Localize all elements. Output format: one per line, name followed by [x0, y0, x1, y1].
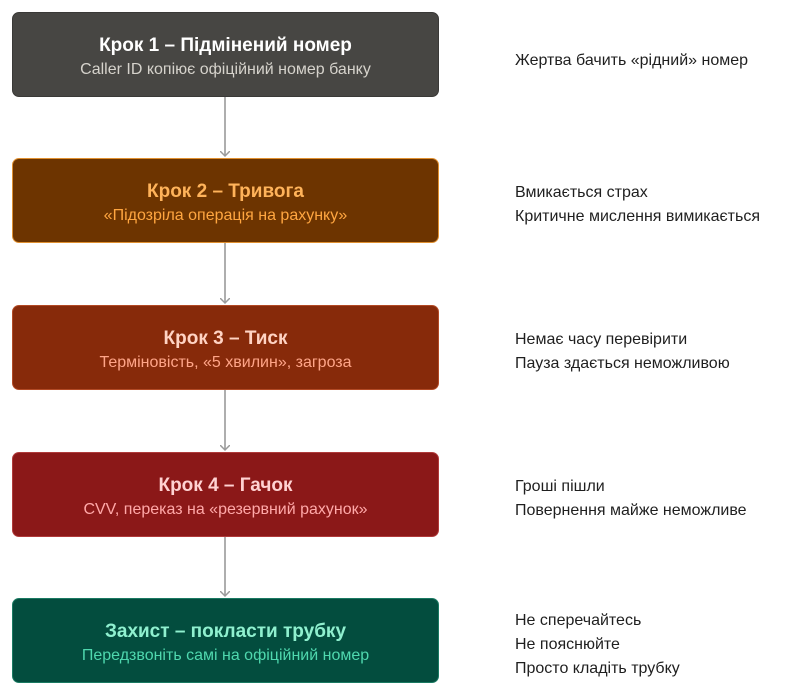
step-notes-pressure: Немає часу перевірити Пауза здається нем… [515, 328, 730, 376]
step-notes-hook: Гроші пішли Повернення майже неможливе [515, 475, 747, 523]
step-box-hook: Крок 4 – Гачок CVV, переказ на «резервни… [12, 452, 439, 537]
step-title: Захист – покласти трубку [104, 621, 347, 642]
note-line: Вмикається страх [515, 184, 648, 201]
step-notes-alarm: Вмикається страх Критичне мислення вимик… [515, 181, 760, 229]
step-box-spoofed-number: Крок 1 – Підмінений номер Caller ID копі… [12, 12, 439, 97]
step-title: Крок 3 – Тиск [163, 328, 288, 349]
step-notes-spoofed-number: Жертва бачить «рідний» номер [515, 49, 748, 73]
step-box-pressure: Крок 3 – Тиск Терміновість, «5 хвилин», … [12, 305, 439, 390]
note-line: Жертва бачить «рідний» номер [515, 52, 749, 69]
step-title: Крок 4 – Гачок [158, 475, 293, 496]
note-line: Критичне мислення вимикається [515, 208, 761, 225]
note-line: Немає часу перевірити [515, 331, 688, 348]
note-line: Пауза здається неможливою [515, 355, 730, 372]
step-notes-protection: Не сперечайтесь Не пояснюйте Просто клад… [515, 609, 680, 681]
note-line: Просто кладіть трубку [515, 660, 680, 677]
step-title: Крок 2 – Тривога [147, 181, 304, 202]
note-line: Не сперечайтесь [515, 612, 642, 629]
note-line: Не пояснюйте [515, 636, 620, 653]
step-title: Крок 1 – Підмінений номер [99, 35, 352, 56]
step-subtitle: «Підозріла операція на рахунку» [103, 207, 348, 224]
note-line: Гроші пішли [515, 478, 605, 495]
step-subtitle: Caller ID копіює офіційний номер банку [80, 61, 371, 78]
step-box-alarm: Крок 2 – Тривога «Підозріла операція на … [12, 158, 439, 243]
step-subtitle: Терміновість, «5 хвилин», загроза [99, 354, 352, 371]
step-subtitle: CVV, переказ на «резервний рахунок» [83, 501, 368, 518]
step-box-protection: Захист – покласти трубку Передзвоніть са… [12, 598, 439, 683]
note-line: Повернення майже неможливе [515, 502, 747, 519]
step-subtitle: Передзвоніть самі на офіційний номер [81, 647, 370, 664]
